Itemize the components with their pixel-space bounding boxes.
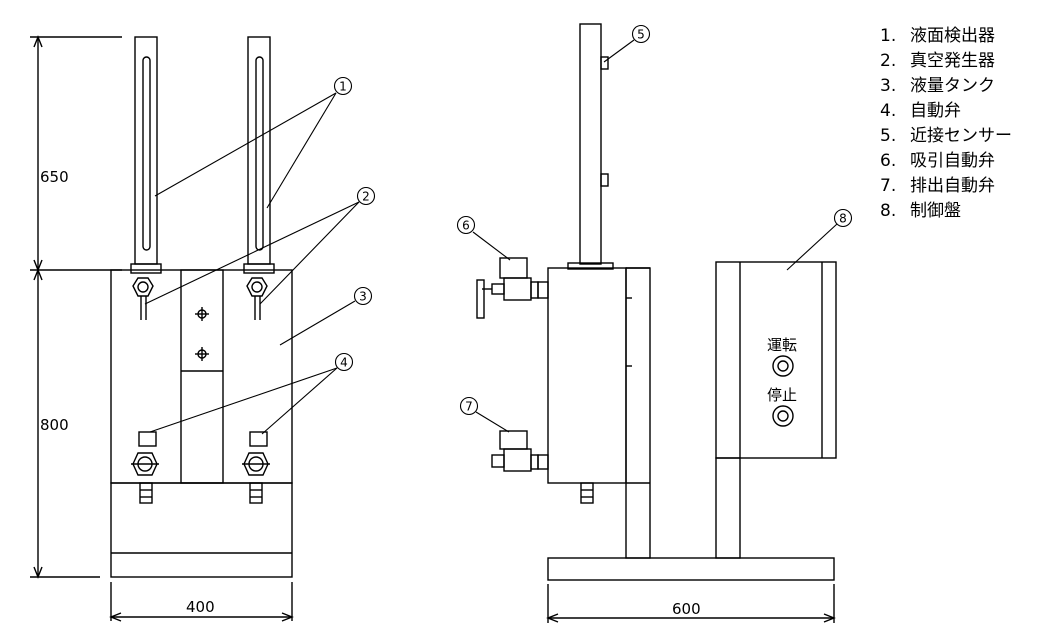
callout-7 xyxy=(459,396,479,416)
front-width-dimension xyxy=(109,582,294,622)
crosshair-marks xyxy=(195,307,209,361)
auto-valve-right xyxy=(242,431,270,476)
callout-2-label: 2 xyxy=(362,190,370,204)
front-view xyxy=(110,36,293,578)
callout-6-label: 6 xyxy=(462,219,470,233)
legend-item: 7.排出自動弁 xyxy=(880,176,995,196)
dim-label-800: 800 xyxy=(40,416,69,434)
discharge-auto-valve xyxy=(491,430,549,472)
legend-item: 2.真空発生器 xyxy=(880,51,995,71)
callout-1 xyxy=(333,76,353,96)
panel-label-run: 運転 xyxy=(767,336,797,354)
control-panel xyxy=(715,261,837,459)
tank-body xyxy=(110,269,293,484)
callout-8-label: 8 xyxy=(839,212,847,226)
dim-label-600: 600 xyxy=(672,600,701,618)
panel-label-stop: 停止 xyxy=(767,386,797,404)
level-detector-left xyxy=(134,36,158,265)
suction-auto-valve xyxy=(476,257,549,319)
legend-item: 3.液量タンク xyxy=(880,76,995,96)
vacuum-generator-left xyxy=(132,277,154,320)
callout-markers xyxy=(333,24,853,416)
callout-3-label: 3 xyxy=(359,290,367,304)
run-button xyxy=(772,355,794,377)
side-base xyxy=(547,557,835,581)
callout-5-label: 5 xyxy=(637,28,645,42)
dim-label-400: 400 xyxy=(186,598,215,616)
callout-3 xyxy=(353,286,373,306)
dim-label-650: 650 xyxy=(40,168,69,186)
stop-button xyxy=(772,405,794,427)
legend-item: 8.制御盤 xyxy=(880,201,961,221)
side-view xyxy=(476,23,837,581)
level-detector-right xyxy=(247,36,271,265)
callout-4-label: 4 xyxy=(340,356,348,370)
callout-6 xyxy=(456,215,476,235)
leader-lines xyxy=(144,39,838,435)
proximity-sensor-upper xyxy=(600,56,609,70)
legend-item: 4.自動弁 xyxy=(880,101,961,121)
level-pipe xyxy=(579,23,602,265)
callout-1-label: 1 xyxy=(339,80,347,94)
callout-2 xyxy=(356,186,376,206)
callout-4 xyxy=(334,352,354,372)
legend-item: 1.液面検出器 xyxy=(880,26,995,46)
parts-legend: 1.液面検出器 2.真空発生器 3.液量タンク 4.自動弁 5.近接センサー 6… xyxy=(880,24,1012,224)
legend-item: 5.近接センサー xyxy=(880,126,1012,146)
callout-8 xyxy=(833,208,853,228)
side-tank xyxy=(547,267,627,484)
front-base xyxy=(110,482,293,578)
vacuum-generator-right xyxy=(246,277,268,320)
callout-5 xyxy=(631,24,651,44)
legend-item: 6.吸引自動弁 xyxy=(880,151,995,171)
vertical-dimension xyxy=(30,35,122,579)
side-width-dimension xyxy=(546,584,836,623)
callout-7-label: 7 xyxy=(465,400,473,414)
proximity-sensor-lower xyxy=(600,173,609,187)
auto-valve-left xyxy=(131,431,159,476)
